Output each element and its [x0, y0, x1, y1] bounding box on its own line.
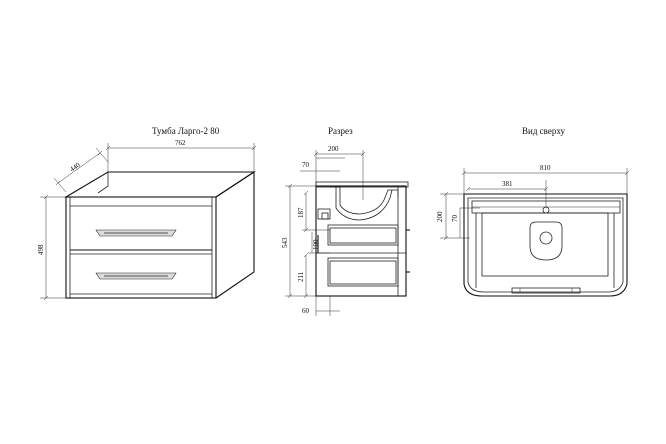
dim-200-section-label: 200: [328, 145, 339, 153]
dim-200-section: 200: [313, 145, 366, 200]
dim-70-section-label: 70: [302, 161, 310, 169]
dim-60: 60: [302, 296, 340, 316]
top-view: Вид сверху 810 381 200 70: [436, 126, 630, 297]
dim-440: 440: [53, 147, 109, 193]
dim-70-top-label: 70: [451, 215, 459, 223]
top-view-title: Вид сверху: [522, 126, 565, 136]
dim-498-label: 498: [37, 244, 45, 255]
front-view-title: Тумба Ларго-2 80: [152, 126, 220, 136]
dim-187-label: 187: [297, 207, 305, 218]
dim-381-label: 381: [502, 180, 513, 188]
section-view-title: Разрез: [328, 126, 353, 136]
section-body: [315, 181, 410, 297]
drawer-handle-bottom: [95, 272, 177, 280]
dim-543-label: 543: [281, 237, 289, 248]
dim-211: 211: [297, 252, 309, 299]
dim-810: 810: [461, 164, 630, 200]
section-view: Разрез 200 70 543 187: [281, 126, 410, 316]
top-view-body: [463, 193, 628, 297]
dim-498: 498: [37, 194, 66, 301]
dim-543: 543: [281, 183, 316, 299]
drawer-handle-top: [95, 229, 177, 237]
dim-762-label: 762: [175, 139, 186, 147]
dim-810-label: 810: [540, 164, 551, 172]
dim-100: 100: [308, 232, 330, 254]
dim-187: 187: [297, 190, 330, 233]
front-view: Тумба Ларго-2 80 762 440 498: [37, 126, 257, 301]
dim-200-top-label: 200: [436, 211, 444, 222]
dim-762: 762: [105, 139, 257, 172]
dim-211-label: 211: [297, 271, 305, 282]
dim-440-label: 440: [68, 161, 82, 174]
dim-70-top: 70: [451, 207, 480, 238]
dim-60-label: 60: [302, 307, 310, 315]
cabinet-body: [64, 170, 256, 299]
dim-70-section: 70: [300, 157, 345, 172]
